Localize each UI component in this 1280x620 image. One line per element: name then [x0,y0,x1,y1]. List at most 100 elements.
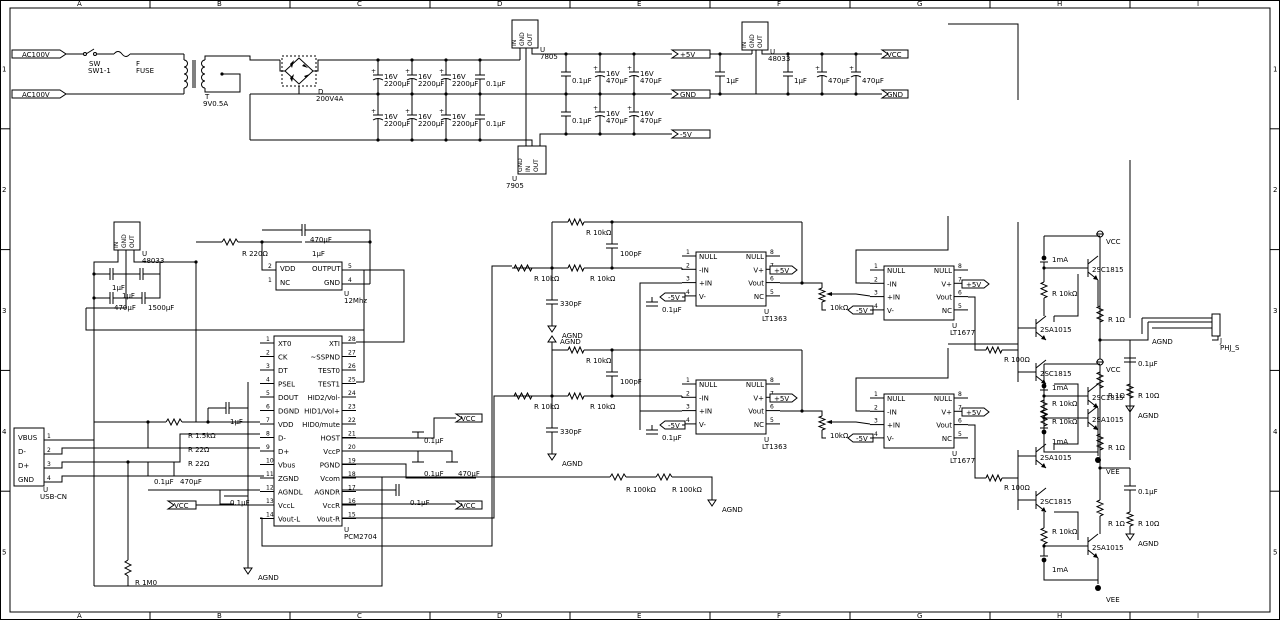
net-flag-plus5v-buf[interactable]: +5V [961,407,990,417]
col-label: D [497,612,502,620]
transistor-2sc1815-b: 2SC1815 [1035,487,1072,513]
col-label: H [1057,0,1062,8]
col-label: E [637,612,641,620]
usb-c-1u: 1μF [230,418,243,426]
ac-input-1[interactable]: AC100V [11,49,67,59]
svg-text:NULL: NULL [699,253,717,261]
svg-text:GND: GND [18,476,34,484]
ma-bot: 1mA [1052,566,1068,574]
svg-text:+: + [371,108,376,115]
svg-text:2SC1815: 2SC1815 [1040,370,1072,378]
svg-text:IN: IN [113,242,120,248]
svg-text:+5V: +5V [774,395,789,403]
r-100k-a: R 100kΩ [626,486,657,494]
svg-text:V-: V- [887,435,894,443]
svg-text:21: 21 [348,431,356,438]
svg-text:D+: D+ [18,462,29,470]
svg-text:26: 26 [348,363,356,370]
col-label: H [1057,612,1062,620]
svg-text:TEST1: TEST1 [317,381,340,389]
svg-text:NULL: NULL [746,253,764,261]
svg-text:V+: V+ [941,280,952,288]
svg-text:6: 6 [770,276,774,283]
svg-text:GND: GND [324,279,340,287]
col-label: F [777,612,781,620]
power-switch[interactable] [83,48,97,56]
net-flag-plus5v[interactable]: +5V [670,49,711,59]
reg-7905-value: 7905 [506,182,524,190]
net-flag-minus5v[interactable]: -5V [670,129,711,139]
row-label: 3 [2,307,6,315]
net-flag-vcc[interactable]: VCC [880,49,909,59]
r-base: R 100Ω [1004,484,1030,492]
svg-text:+: + [593,65,598,72]
net-flag-minus5v-buf[interactable]: -5V [847,305,874,315]
svg-text:4: 4 [266,377,270,384]
col-label: C [357,0,362,8]
svg-text:+IN: +IN [699,408,712,416]
svg-text:4: 4 [47,475,51,482]
r-1k5: R 1.5kΩ [188,432,216,440]
svg-text:U: U [952,322,957,330]
agnd-in: AGND [562,332,583,340]
svg-text:NULL: NULL [934,395,952,403]
ma-top: 1mA [1052,256,1068,264]
net-flag-plus5v-op[interactable]: +5V [769,265,798,275]
net-flag-minus5v-op[interactable]: -5V [659,420,686,430]
svg-text:16V: 16V [384,73,398,81]
svg-text:+: + [405,68,410,75]
net-flag-plus5v-op[interactable]: +5V [769,393,798,403]
svg-text:HID2/Vol-: HID2/Vol- [307,394,340,402]
svg-text:16V: 16V [640,70,654,78]
r-22-b: R 22Ω [188,460,210,468]
svg-text:DT: DT [278,367,288,375]
net-flag-plus5v-buf[interactable]: +5V [961,279,990,289]
svg-text:5: 5 [770,289,774,296]
svg-text:3: 3 [686,276,690,283]
net-flag-minus5v-buf[interactable]: -5V [847,433,874,443]
svg-text:U: U [764,436,769,444]
svg-text:1: 1 [874,391,878,398]
svg-text:6: 6 [266,404,270,411]
svg-text:NC: NC [754,421,764,429]
net-flag-vcc-2[interactable]: VCC [454,413,483,423]
jack-agnd: AGND [1152,338,1173,346]
svg-text:1: 1 [686,249,690,256]
regulator-7805: IN GND OUT [511,19,539,49]
svg-text:15: 15 [348,512,356,519]
pcm-value: PCM2704 [344,533,378,541]
svg-text:6: 6 [958,290,962,297]
svg-text:GND: GND [887,91,903,99]
osc-cap-470: 470μF [310,236,332,244]
svg-text:1μF: 1μF [112,284,125,292]
net-flag-vcc-3[interactable]: VCC [454,500,483,510]
net-flag-vcc-usb[interactable]: VCC [166,500,197,510]
row-label: 4 [2,428,7,436]
svg-text:4: 4 [686,417,690,424]
ac-input-2[interactable]: AC100V [11,89,67,99]
svg-text:470μF: 470μF [828,77,850,85]
r-1-b: R 1Ω [1108,392,1126,400]
r-mid: R 10kΩ [590,275,616,283]
svg-text:LT1363: LT1363 [762,443,787,451]
svg-text:470μF: 470μF [114,304,136,312]
svg-text:4: 4 [686,289,690,296]
svg-text:1: 1 [874,263,878,270]
net-flag-gnd[interactable]: GND [670,89,711,99]
svg-text:OUT: OUT [533,159,540,172]
net-flag-minus5v-op[interactable]: -5V [659,292,686,302]
svg-text:+IN: +IN [887,294,900,302]
transistor-2sa1015-b: 2SA1015 [1087,405,1124,431]
svg-text:25: 25 [348,377,356,384]
row-label: 5 [2,549,6,557]
osc-cap-1u: 1μF [312,250,325,258]
svg-text:D+: D+ [278,448,289,456]
net-flag-gnd-2[interactable]: GND [880,89,909,99]
svg-text:Vbus: Vbus [278,462,296,470]
row-label: 2 [2,186,6,194]
svg-text:NC: NC [942,307,952,315]
svg-text:6: 6 [770,404,774,411]
r-10k-a: R 10kΩ [1052,418,1078,426]
